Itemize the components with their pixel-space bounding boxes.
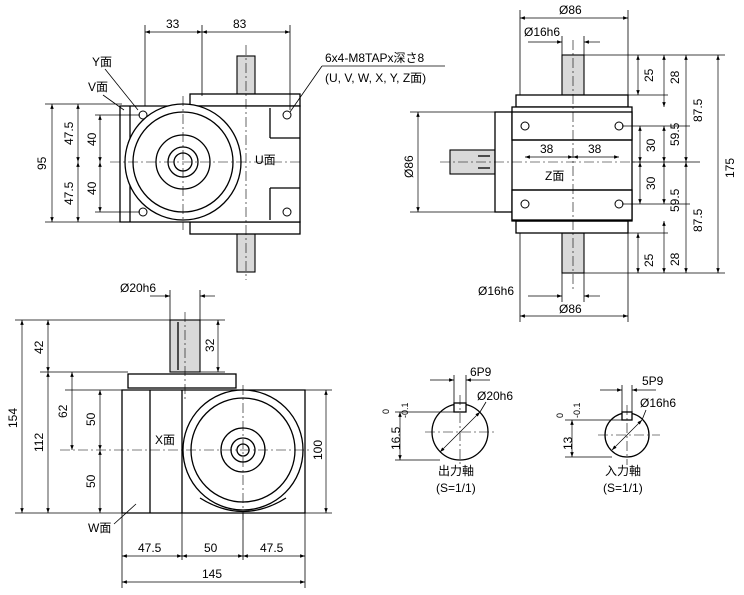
dim-95: 95 — [35, 156, 49, 170]
dim-30-top: 30 — [644, 138, 658, 152]
face-y-label: Y面 — [92, 55, 112, 69]
output-scale: (S=1/1) — [436, 481, 476, 495]
dim-50-lower: 50 — [84, 474, 98, 488]
output-title: 出力軸 — [438, 464, 474, 478]
dim-47-5-left: 47.5 — [138, 541, 162, 555]
face-w-label: W面 — [88, 521, 111, 535]
dim-59-5-bottom: 59.5 — [668, 188, 682, 212]
dim-42: 42 — [32, 340, 46, 354]
dia86-bottom: Ø86 — [559, 302, 582, 316]
front-view-top-left: 33 83 6x4-M8TAPx深さ8 (U, V, W, X, Y, Z面) … — [35, 17, 445, 280]
output-tol-lower: -0.1 — [400, 402, 410, 418]
output-shaft-section: 6P9 Ø20h6 0 -0.1 16.5 出力軸 (S=1/1) — [381, 365, 513, 495]
dim-32: 32 — [203, 338, 217, 352]
dim-59-5-top: 59.5 — [668, 122, 682, 146]
input-scale: (S=1/1) — [603, 481, 643, 495]
input-key: 5P9 — [642, 374, 664, 388]
face-u-label: U面 — [255, 153, 276, 167]
face-x-label: X面 — [155, 433, 175, 447]
dim-47-5-upper: 47.5 — [62, 121, 76, 145]
dia86-left: Ø86 — [402, 155, 416, 178]
tap-faces: (U, V, W, X, Y, Z面) — [325, 71, 426, 85]
dim-87-5-bottom: 87.5 — [691, 208, 705, 232]
tap-hole — [138, 207, 148, 217]
dim-154: 154 — [6, 408, 20, 428]
dim-83: 83 — [233, 17, 247, 31]
dia16h6-bottom: Ø16h6 — [478, 284, 514, 298]
input-shaft-section: 5P9 Ø16h6 0 -0.1 13 入力軸 (S=1/1) — [555, 374, 676, 495]
dim-62: 62 — [56, 404, 70, 418]
dim-47-5-lower: 47.5 — [62, 181, 76, 205]
dia20h6-top: Ø20h6 — [120, 281, 156, 295]
dim-47-5-right: 47.5 — [260, 541, 284, 555]
dia16h6-top: Ø16h6 — [524, 25, 560, 39]
dim-25-bottom: 25 — [642, 253, 656, 267]
face-z-label: Z面 — [545, 169, 564, 183]
input-tol-lower: -0.1 — [572, 402, 582, 418]
dia86-top: Ø86 — [559, 3, 582, 17]
dim-40-lower: 40 — [85, 181, 99, 195]
side-view-top-right: Ø86 Ø16h6 Ø86 38 38 Z面 25 28 87.5 59.5 3… — [402, 3, 737, 322]
dim-40-upper: 40 — [85, 132, 99, 146]
tap-hole — [282, 110, 292, 120]
input-title: 入力軸 — [605, 464, 641, 478]
dim-33: 33 — [166, 17, 180, 31]
output-shaft-vertical — [169, 319, 201, 373]
dim-50-mid: 50 — [204, 541, 218, 555]
tap-note: 6x4-M8TAPx深さ8 — [325, 51, 424, 65]
tap-hole — [614, 199, 624, 209]
output-tol-upper: 0 — [381, 409, 391, 414]
input-dia: Ø16h6 — [640, 396, 676, 410]
dim-28-top: 28 — [668, 70, 682, 84]
dim-87-5-top: 87.5 — [691, 98, 705, 122]
output-dia: Ø20h6 — [477, 389, 513, 403]
tap-hole — [282, 207, 292, 217]
tap-hole — [614, 121, 624, 131]
dim-28-bottom: 28 — [668, 252, 682, 266]
output-key: 6P9 — [470, 365, 492, 379]
tap-hole — [520, 121, 530, 131]
dim-175: 175 — [723, 158, 737, 178]
dim-112: 112 — [32, 433, 46, 452]
dim-38-left: 38 — [540, 142, 554, 156]
dim-100: 100 — [311, 440, 325, 460]
output-depth: 16.5 — [389, 426, 403, 450]
front-view-bottom-left: Ø20h6 32 42 154 62 112 50 50 100 X面 W面 4… — [6, 281, 332, 588]
input-tol-upper: 0 — [555, 413, 565, 418]
input-depth: 13 — [561, 436, 575, 450]
dim-25-top: 25 — [642, 68, 656, 82]
tap-hole — [520, 199, 530, 209]
dim-50-upper: 50 — [84, 412, 98, 426]
dim-30-bottom: 30 — [644, 176, 658, 190]
dim-145: 145 — [202, 567, 222, 581]
face-v-label: V面 — [88, 80, 108, 94]
dim-38-right: 38 — [588, 142, 602, 156]
